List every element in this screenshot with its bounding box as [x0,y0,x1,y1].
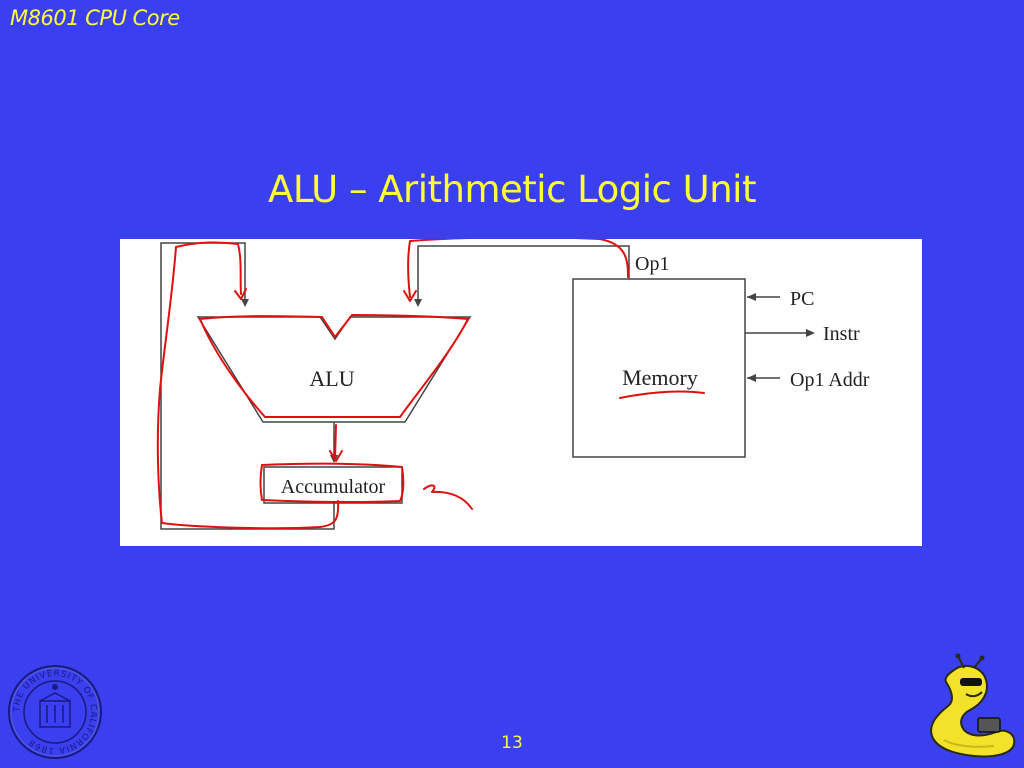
op1-wire [417,245,630,305]
annotation-accumulator-outline [259,462,405,504]
annotation-feedback-loop [156,241,340,530]
annotation-left-arrow [234,288,247,300]
pc-label: PC [790,288,814,310]
accumulator-label: Accumulator [281,476,386,498]
banana-slug-mascot [924,652,1020,762]
pc-arrowhead [747,293,756,301]
university-seal-logo: THE UNIVERSITY OF CALIFORNIA 1868 [6,663,104,761]
red-annotations [156,239,705,530]
alu-left-input-arrowhead [241,299,249,307]
diagram-svg: ALU Accumulator Memory Op1 PC Instr Op1 … [156,239,870,530]
alu-block [196,316,472,423]
op1-addr-arrowhead [747,374,756,382]
annotation-right-arrow [403,290,417,302]
alu-right-input-arrowhead [414,299,422,307]
annotation-alu-outline [199,314,469,418]
slide-title: ALU – Arithmetic Logic Unit [268,168,756,211]
page-number: 13 [501,733,523,753]
instr-arrowhead [806,329,815,337]
alu-diagram: ALU Accumulator Memory Op1 PC Instr Op1 … [120,239,922,546]
accumulator-block [263,466,403,504]
annotation-accumulator-squiggle [423,484,473,510]
annotation-op1-path [407,239,629,298]
annotation-alu-down-arrow [329,424,343,462]
slide-header: M8601 CPU Core [10,6,180,30]
memory-label: Memory [622,365,698,390]
memory-block [572,278,746,458]
alu-label: ALU [309,366,354,391]
op1-label: Op1 [635,253,669,275]
instr-label: Instr [823,323,860,345]
seal-icon: THE UNIVERSITY OF CALIFORNIA 1868 [8,665,102,759]
annotation-memory-underline [619,390,705,399]
op1-addr-label: Op1 Addr [790,369,870,391]
slug-icon [930,653,1016,758]
